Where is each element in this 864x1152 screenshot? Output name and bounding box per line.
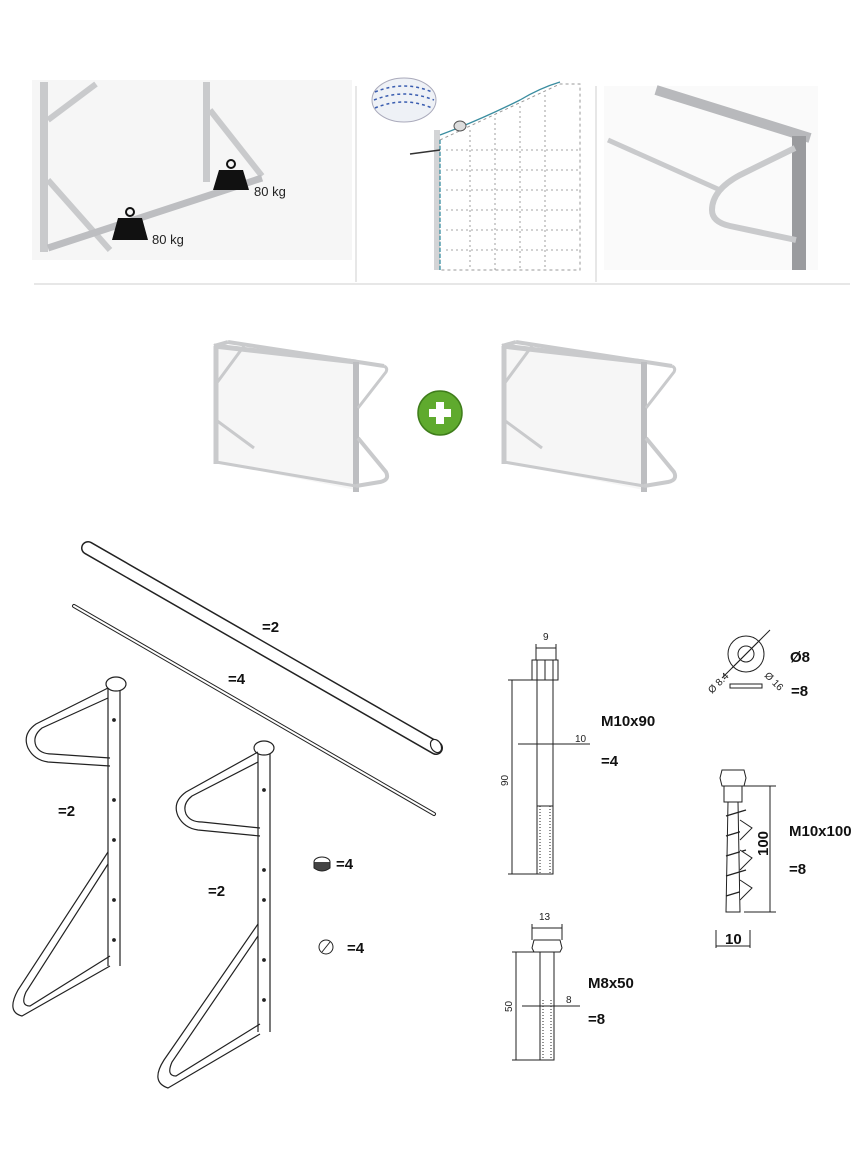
washer-outer-dim: Ø 16 (762, 670, 785, 693)
cap-qty: =4 (336, 856, 354, 873)
side-frame-left (12, 676, 127, 1017)
weight-icon-right (213, 159, 249, 190)
weight-icon-left (112, 207, 148, 240)
m10x100-length-dim: 100 (755, 831, 772, 856)
middle-row (213, 340, 678, 492)
m10x90-qty: =4 (601, 753, 619, 770)
left-frame-qty: =2 (58, 803, 75, 820)
goal-left (213, 340, 390, 492)
rope-coil-icon (371, 77, 437, 123)
plug-icon (318, 939, 334, 955)
m8x50-diameter-dim: 8 (566, 995, 572, 1006)
right-frame-qty: =2 (208, 883, 225, 900)
anchor-m10x100 (715, 769, 776, 948)
weights-panel: 80 kg 80 kg (32, 80, 352, 260)
weight-label-right: 80 kg (254, 184, 286, 199)
frame-corner-panel (604, 85, 818, 270)
crossbar-qty: =2 (262, 619, 279, 636)
m10x100-qty: =8 (789, 861, 806, 878)
crossbar-tube (81, 541, 443, 755)
m10x90-length-dim: 90 (500, 774, 511, 786)
rod-qty: =4 (228, 671, 246, 688)
m8x50-qty: =8 (588, 1011, 605, 1028)
m10x90-name: M10x90 (601, 713, 655, 730)
washer-name: Ø8 (790, 649, 810, 666)
washer-qty: =8 (791, 683, 808, 700)
plug-qty: =4 (347, 940, 365, 957)
net-rod (72, 604, 436, 816)
washer-inner-dim: Ø 8.4 (706, 671, 731, 696)
m10x100-name: M10x100 (789, 823, 852, 840)
m10x90-head-dim: 9 (543, 632, 549, 643)
m8x50-head-dim: 13 (539, 912, 551, 923)
m8x50-name: M8x50 (588, 975, 634, 992)
plus-icon (417, 390, 463, 436)
top-row: 80 kg 80 kg (32, 77, 850, 285)
m8x50-length-dim: 50 (504, 1000, 515, 1012)
bolt-m10x90 (508, 644, 590, 875)
side-frame-right (157, 740, 275, 1089)
weight-label-left: 80 kg (152, 232, 184, 247)
net-panel (371, 77, 581, 271)
bolt-m8x50 (512, 924, 580, 1061)
m10x90-diameter-dim: 10 (575, 734, 587, 745)
goal-right (501, 340, 678, 492)
m10x100-diameter-dim: 10 (725, 931, 742, 948)
end-cap-icon (313, 856, 331, 872)
washer-icon (721, 629, 771, 689)
